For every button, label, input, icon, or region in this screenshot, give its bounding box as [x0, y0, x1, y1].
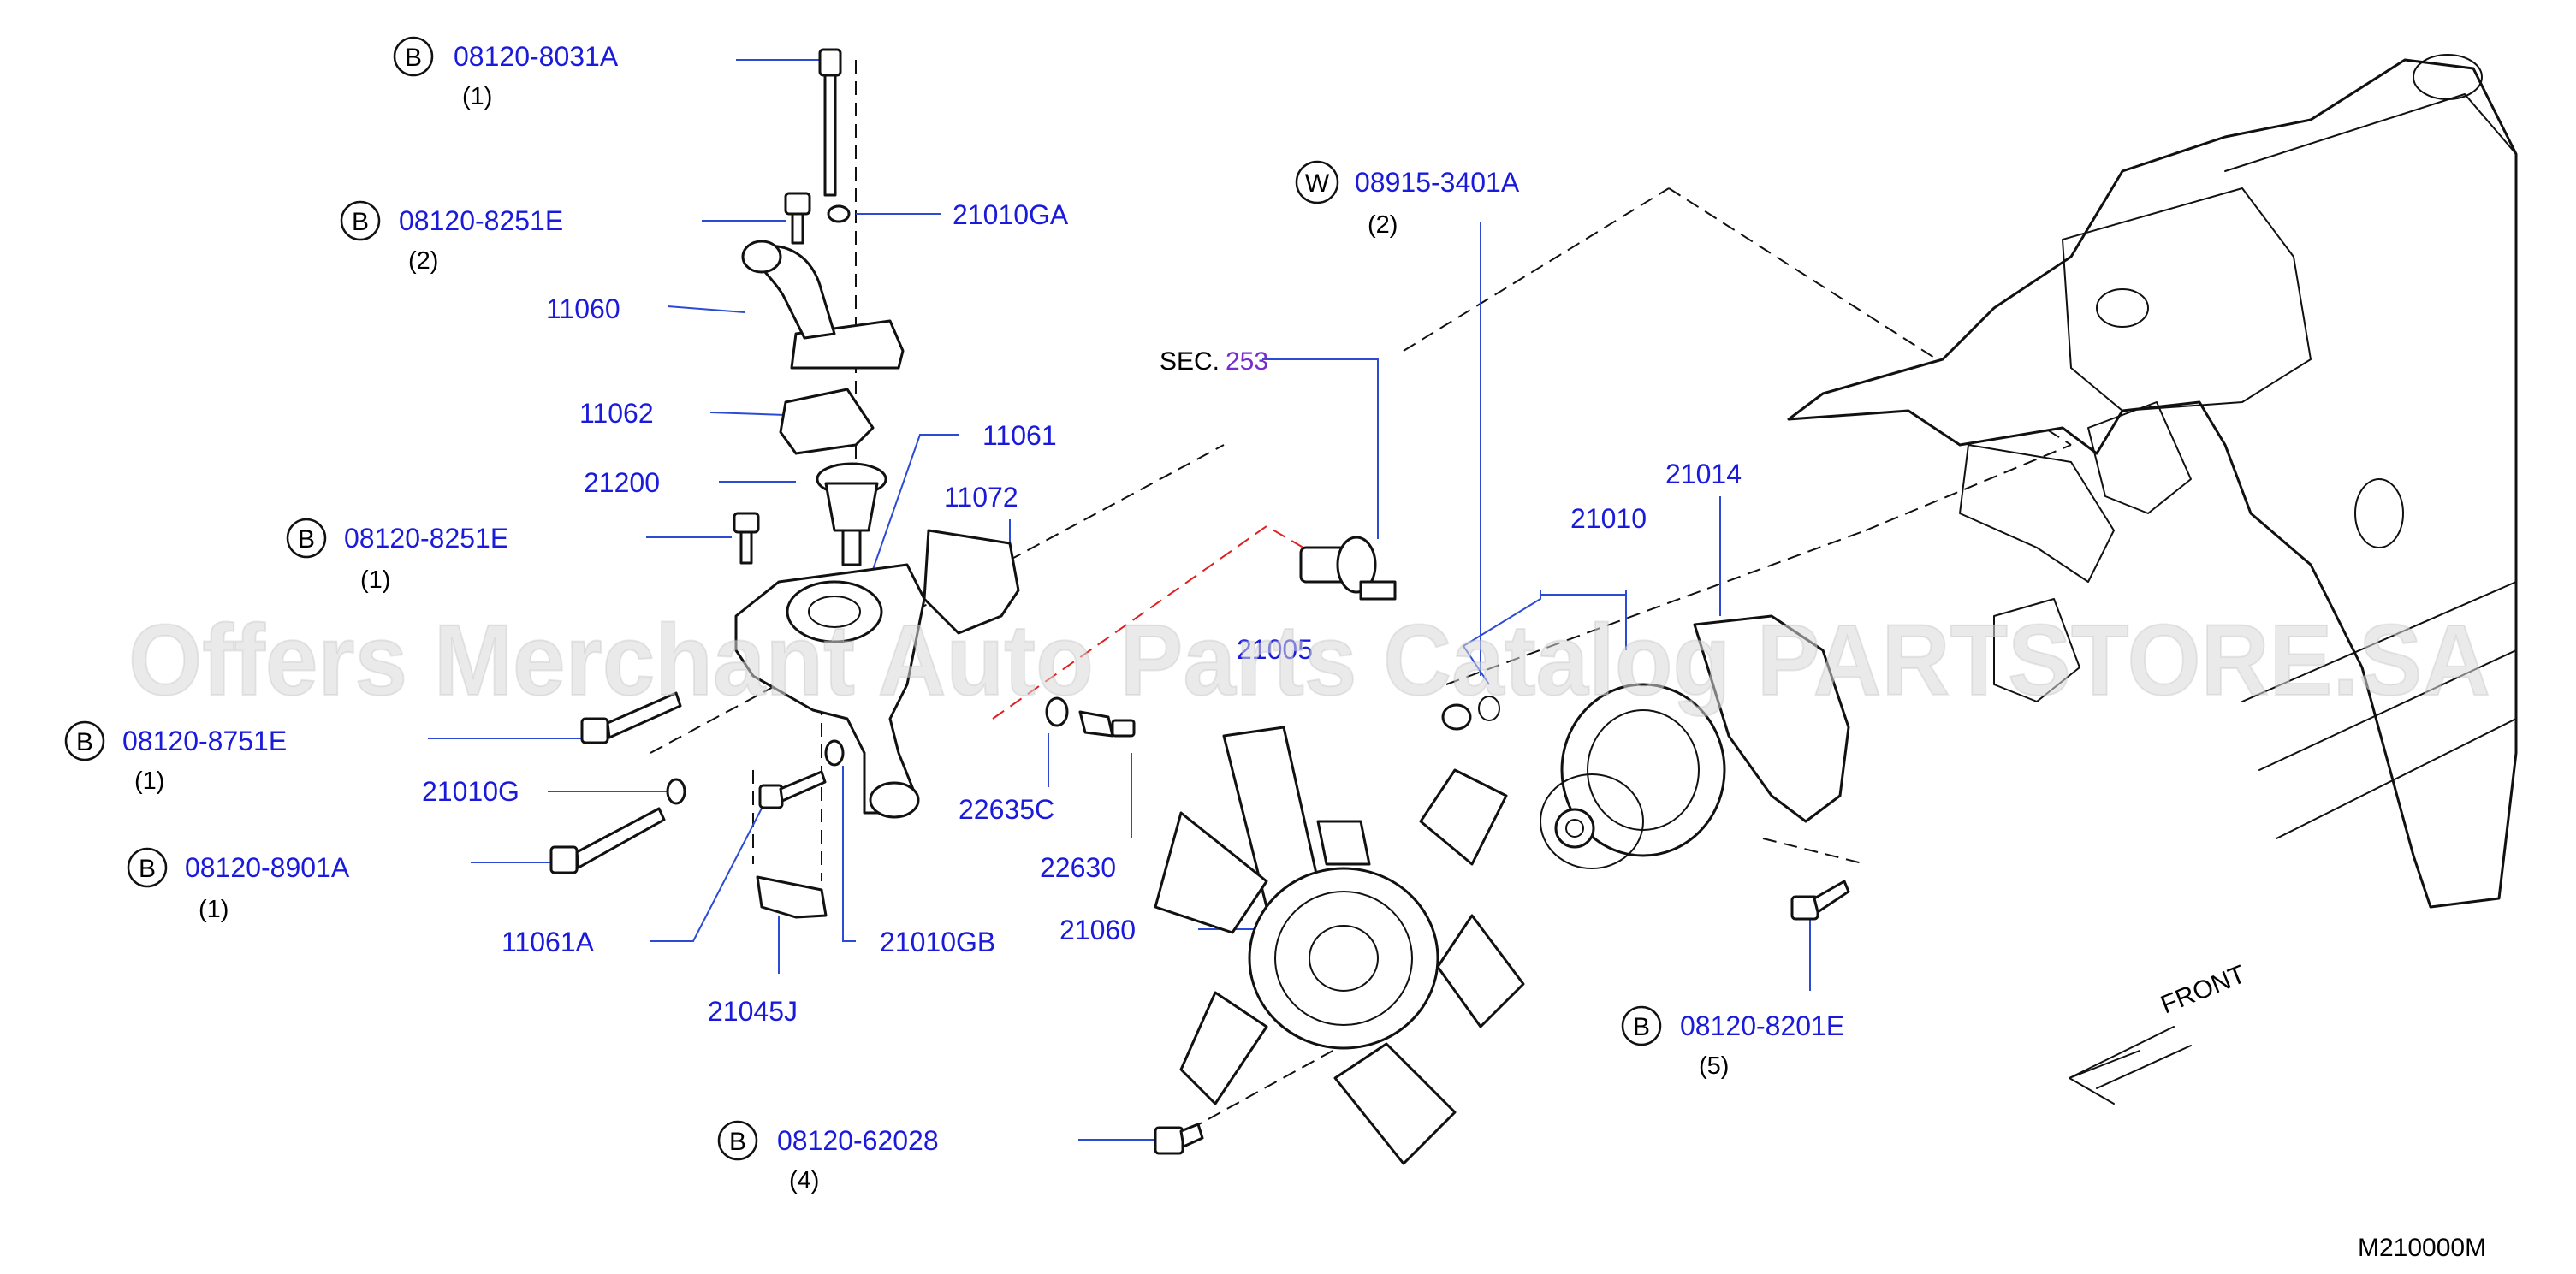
part-number-21010g[interactable]: 21010G: [422, 776, 519, 807]
badge-label: B: [405, 44, 422, 72]
badge-label: B: [76, 728, 93, 756]
part-number-21010ga[interactable]: 21010GA: [953, 199, 1069, 230]
badge-b-8031a: [393, 36, 434, 77]
qty-08120-8251e-a: (2): [408, 247, 438, 275]
water-outlet-11060-drawing: [741, 240, 905, 370]
washer-08915-3401a-drawing: [1478, 696, 1500, 721]
sensor-22630-drawing: [1078, 710, 1136, 738]
part-number-08915-3401a[interactable]: 08915-3401A: [1355, 167, 1520, 198]
part-number-22635c[interactable]: 22635C: [959, 794, 1054, 825]
callout-labels: 08120-8031A (1) 08120-8251E (2) 08120-82…: [122, 41, 1844, 1194]
front-arrow: [2069, 1026, 2192, 1105]
bolt-08120-8251e-drawing: [784, 192, 811, 245]
qty-08120-8031a: (1): [462, 83, 492, 110]
part-number-21005[interactable]: 21005: [1237, 634, 1313, 665]
leader-lines: [428, 59, 1811, 1141]
badge-label: B: [729, 1128, 746, 1156]
part-number-21060[interactable]: 21060: [1059, 915, 1136, 945]
diagram-code: M210000M: [2358, 1234, 2486, 1262]
part-number-21045j[interactable]: 21045J: [708, 996, 798, 1027]
bolt-08120-8901a-drawing: [549, 807, 666, 874]
washer-21005-drawing: [1441, 703, 1472, 731]
thermostat-21200-drawing: [816, 462, 887, 566]
part-number-08120-62028[interactable]: 08120-62028: [777, 1125, 939, 1156]
part-number-21200[interactable]: 21200: [584, 467, 660, 498]
sensor-sec253-drawing: [1299, 536, 1397, 601]
part-number-21010[interactable]: 21010: [1570, 503, 1647, 534]
section-reference: SEC. 253: [1160, 347, 1268, 376]
bolt-11061a-drawing: [758, 770, 827, 809]
badge-b-8901a: [127, 847, 168, 888]
badge-b-8201e: [1621, 1005, 1662, 1046]
washer-22635c-drawing: [1045, 696, 1069, 727]
qty-08120-8251e-b: (1): [360, 566, 390, 594]
engine-block-drawing: [1787, 54, 2518, 909]
part-number-11072[interactable]: 11072: [944, 482, 1018, 513]
badge-label: B: [352, 208, 369, 236]
qty-08120-62028: (4): [789, 1167, 819, 1194]
washer-21010g-drawing: [666, 778, 686, 805]
badge-b-8751e: [64, 720, 105, 761]
qty-08120-8901a: (1): [199, 896, 229, 923]
bolt-08120-8251e-b-drawing: [733, 512, 760, 565]
bolt-08120-8751e-drawing: [580, 691, 682, 744]
washer-21010gb-drawing: [824, 739, 845, 767]
bolt-08120-8201e-drawing: [1790, 880, 1850, 921]
bolt-08120-62028-drawing: [1154, 1123, 1204, 1155]
badge-b-8251e-b: [286, 518, 327, 559]
washer-21010ga-drawing: [827, 204, 851, 223]
part-number-08120-8901a[interactable]: 08120-8901A: [185, 852, 350, 883]
housing-11061-drawing: [734, 563, 926, 819]
part-number-08120-8201e[interactable]: 08120-8201E: [1680, 1010, 1844, 1041]
part-number-08120-8751e[interactable]: 08120-8751E: [122, 726, 287, 756]
part-number-11062[interactable]: 11062: [579, 398, 654, 429]
part-number-22630[interactable]: 22630: [1040, 852, 1116, 883]
part-number-08120-8031a[interactable]: 08120-8031A: [454, 41, 619, 72]
part-number-08120-8251e-a[interactable]: 08120-8251E: [399, 205, 563, 236]
part-number-21010gb[interactable]: 21010GB: [880, 927, 995, 957]
badge-label: W: [1305, 169, 1330, 198]
badge-label: B: [298, 525, 315, 554]
section-ref-number[interactable]: 253: [1226, 347, 1268, 376]
part-number-08120-8251e-b[interactable]: 08120-8251E: [344, 523, 508, 554]
front-label: FRONT: [2157, 960, 2249, 1019]
qty-08120-8201e: (5): [1699, 1052, 1729, 1080]
badge-w-3401a: [1295, 160, 1339, 204]
badge-b-8251e-a: [340, 200, 381, 241]
water-pump-21010-drawing: [1540, 614, 1850, 869]
fan-21060-drawing: [1154, 726, 1525, 1165]
qty-08120-8751e: (1): [134, 767, 164, 795]
part-number-21014[interactable]: 21014: [1665, 459, 1742, 489]
section-ref-prefix: SEC.: [1160, 347, 1220, 376]
qty-08915-3401a: (2): [1368, 211, 1398, 239]
part-number-11060[interactable]: 11060: [546, 293, 620, 324]
badge-label: B: [1633, 1013, 1650, 1041]
badge-label: B: [139, 855, 156, 883]
badges: B B B B B W B B: [64, 36, 1662, 1161]
bracket-11072-drawing: [923, 529, 1020, 635]
part-number-11061a[interactable]: 11061A: [502, 927, 595, 957]
watermark-text: Offers Merchant Auto Parts Catalog PARTS…: [128, 604, 2490, 717]
bolt-08120-8031a-drawing: [818, 48, 842, 197]
gasket-11062-drawing: [779, 388, 875, 455]
badge-b-62028: [717, 1120, 758, 1161]
part-number-labels: 21010GA 11060 11062 21200 11061 11072 21…: [422, 199, 1742, 1027]
part-number-11061[interactable]: 11061: [982, 420, 1057, 451]
plate-21045j-drawing: [756, 875, 828, 919]
